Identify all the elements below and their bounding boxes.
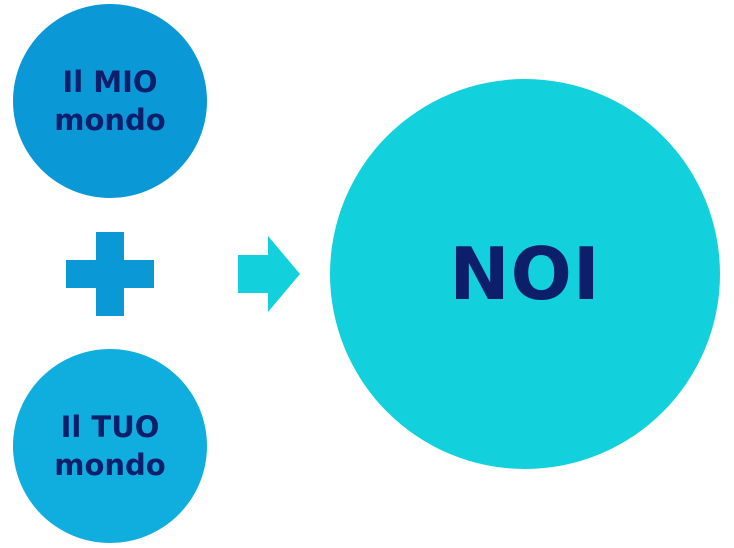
right-arrow-icon [238,236,300,312]
your-world-label: Il TUO mondo [54,408,165,484]
us-circle: NOI [330,79,720,469]
my-world-circle: Il MIO mondo [13,4,207,198]
my-world-label-line1: Il MIO [62,65,158,99]
your-world-circle: Il TUO mondo [13,349,207,543]
us-label: NOI [449,232,601,316]
my-world-label: Il MIO mondo [54,63,165,139]
your-world-label-line1: Il TUO [60,410,160,444]
your-world-label-line2: mondo [54,448,166,482]
my-world-label-line2: mondo [54,103,166,137]
plus-icon [66,232,154,316]
